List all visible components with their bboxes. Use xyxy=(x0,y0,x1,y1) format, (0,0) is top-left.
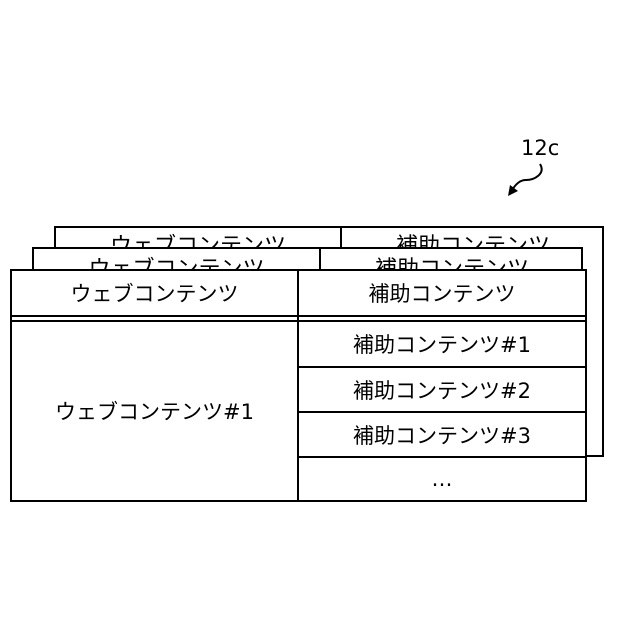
header-web-content: ウェブコンテンツ xyxy=(12,271,297,315)
aux-content-ellipsis: … xyxy=(299,458,585,500)
reference-arrow xyxy=(500,156,550,200)
header-aux-content: 補助コンテンツ xyxy=(299,271,585,315)
aux-content-item: 補助コンテンツ#1 xyxy=(299,322,585,366)
web-content-item: ウェブコンテンツ#1 xyxy=(12,322,297,500)
aux-content-item: 補助コンテンツ#3 xyxy=(299,413,585,456)
table-sheet-front: ウェブコンテンツ 補助コンテンツ ウェブコンテンツ#1 補助コンテンツ#1 補助… xyxy=(10,269,587,502)
aux-content-item: 補助コンテンツ#2 xyxy=(299,368,585,411)
header-rule xyxy=(12,315,585,317)
